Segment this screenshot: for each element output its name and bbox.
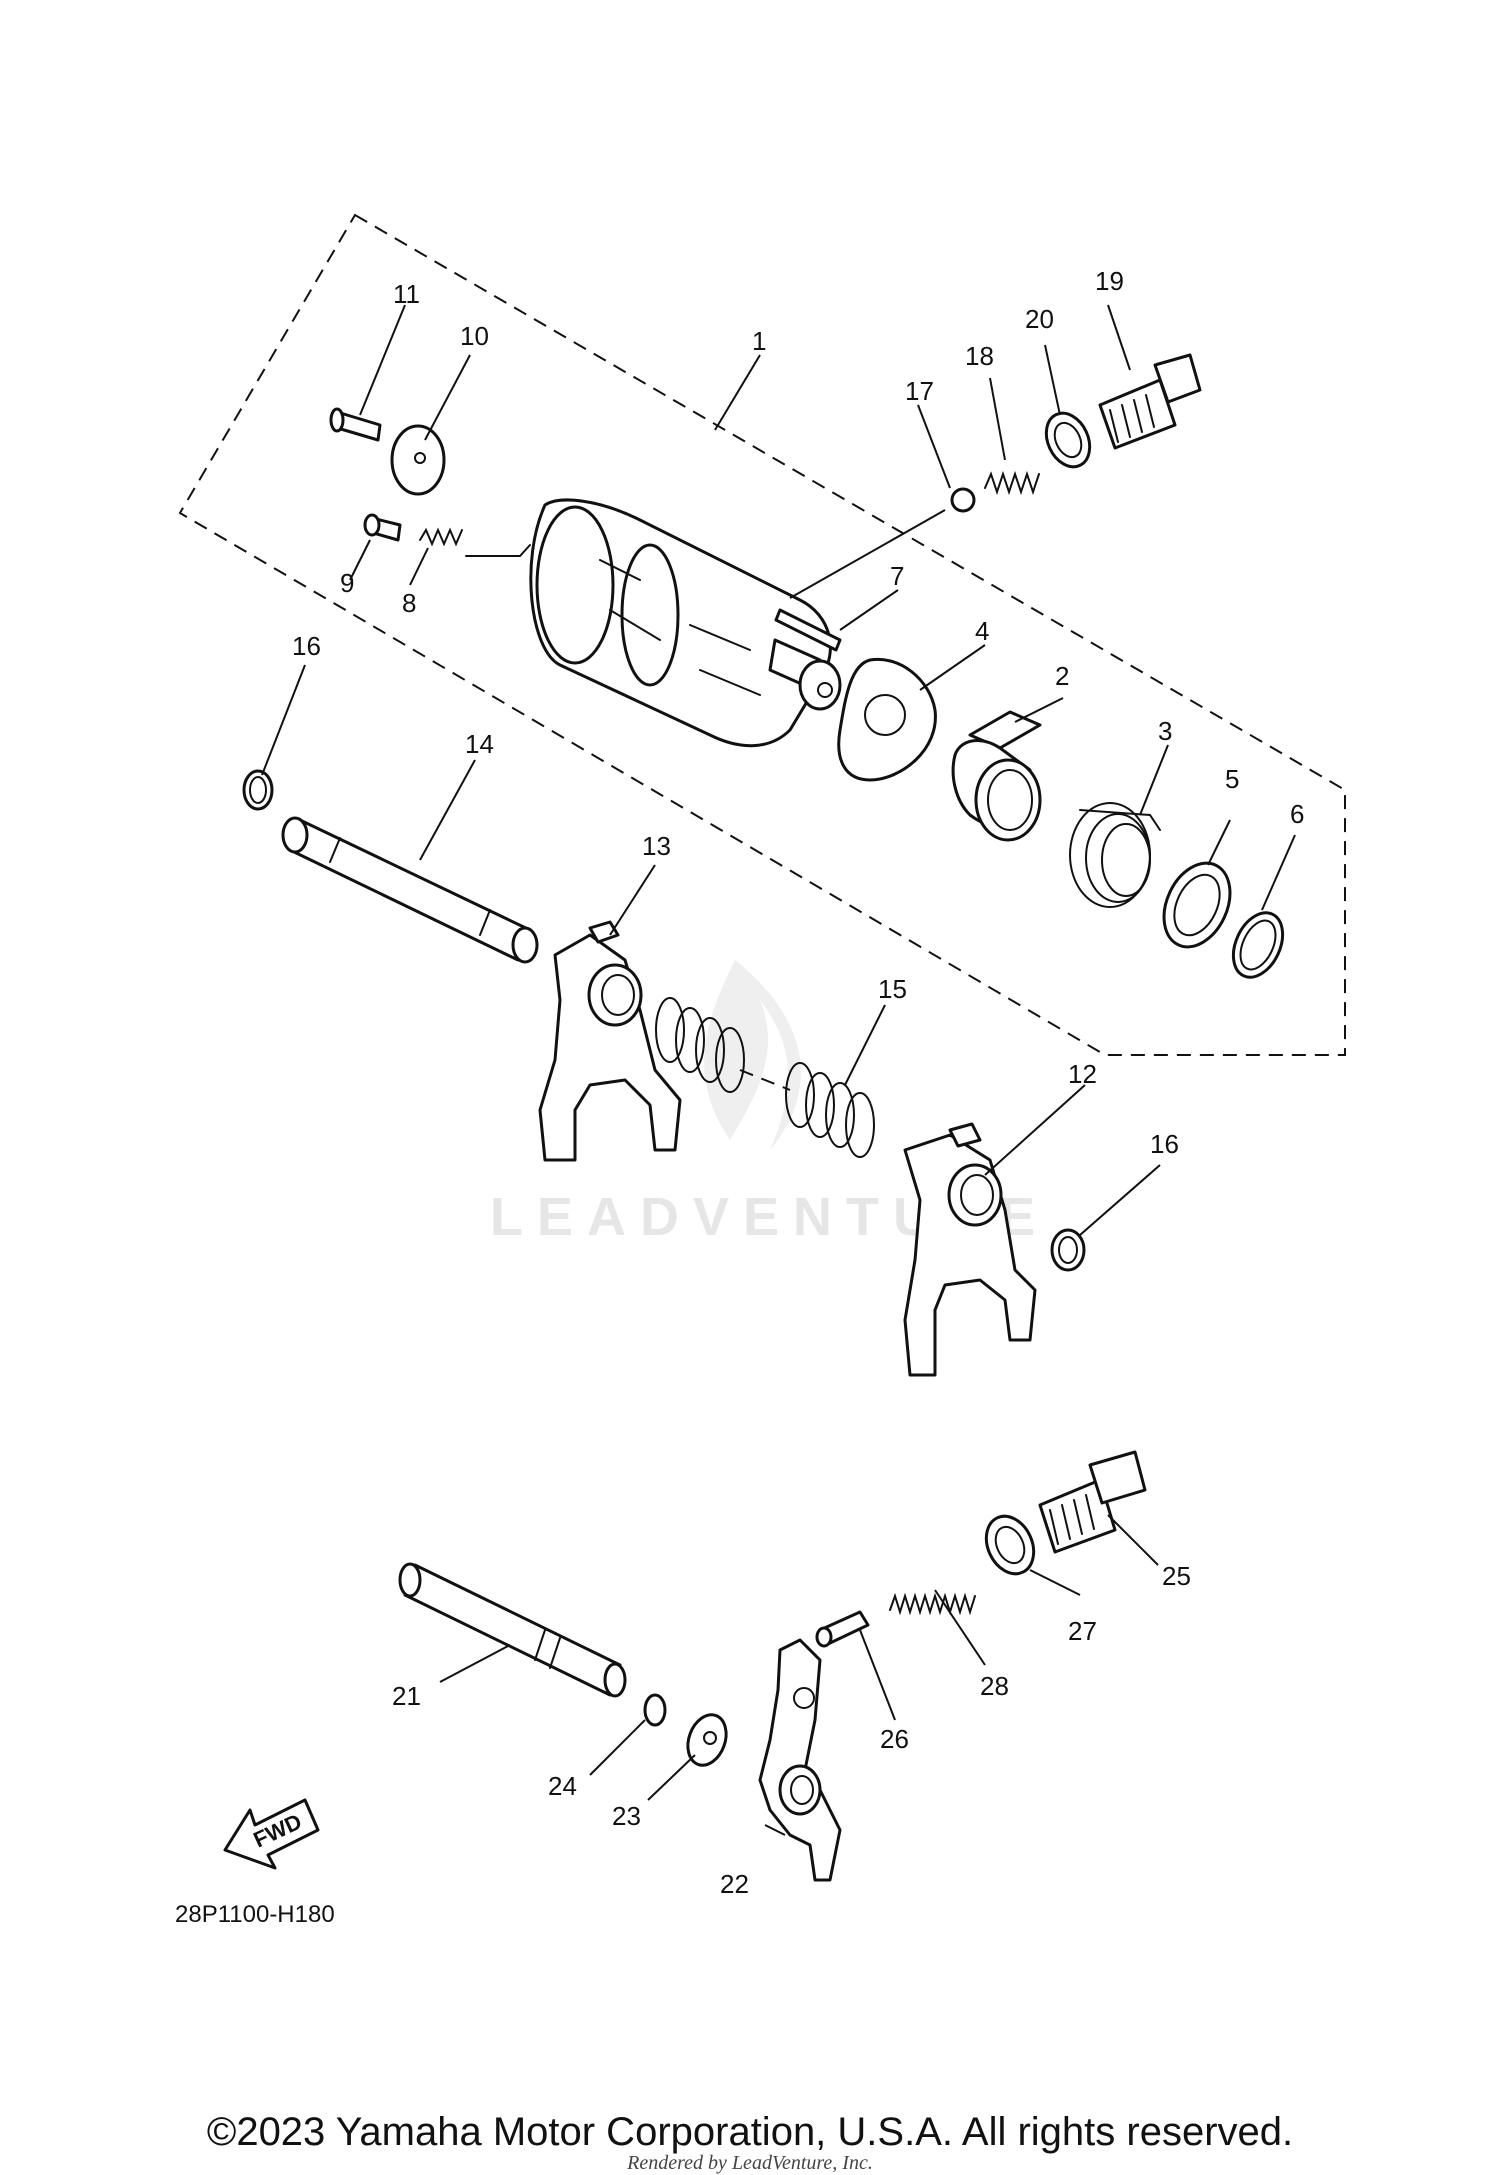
fwd-arrow-icon: FWD xyxy=(223,1798,320,1870)
callout-5: 5 xyxy=(1225,764,1239,794)
callout-17: 17 xyxy=(905,376,934,406)
callout-19: 19 xyxy=(1095,266,1124,296)
part-detent-pin xyxy=(363,513,402,542)
part-segment xyxy=(951,710,1042,842)
part-shift-fork-shaft xyxy=(281,816,539,964)
part-circlip-6 xyxy=(1231,911,1285,979)
part-washer-5 xyxy=(1162,861,1232,949)
part-ball xyxy=(950,487,976,513)
callout-7: 7 xyxy=(890,561,904,591)
part-gasket-27 xyxy=(984,1514,1036,1576)
part-circlip-16-left xyxy=(242,769,274,811)
part-spring-8 xyxy=(419,527,531,557)
part-screw-11 xyxy=(329,407,382,442)
part-torsion-spring xyxy=(1069,802,1161,908)
leader-lines xyxy=(261,304,1296,1836)
part-shift-fork-13 xyxy=(538,920,682,1162)
callout-6: 6 xyxy=(1290,799,1304,829)
callout-24: 24 xyxy=(548,1771,577,1801)
callout-14: 14 xyxy=(465,729,494,759)
part-pin-26 xyxy=(815,1610,870,1648)
callout-26: 26 xyxy=(880,1724,909,1754)
part-plate xyxy=(837,657,937,782)
part-gasket-20 xyxy=(1044,411,1092,469)
callout-18: 18 xyxy=(965,341,994,371)
part-spring-28 xyxy=(889,1592,976,1616)
callout-28: 28 xyxy=(980,1671,1009,1701)
callout-22: 22 xyxy=(720,1869,749,1899)
callout-3: 3 xyxy=(1158,716,1172,746)
part-pin xyxy=(774,608,842,652)
part-shift-drum xyxy=(529,498,842,748)
callout-9: 9 xyxy=(340,568,354,598)
part-bolt-19 xyxy=(1098,353,1202,450)
callout-13: 13 xyxy=(642,831,671,861)
part-stopper-plate xyxy=(390,424,446,496)
callout-8: 8 xyxy=(402,588,416,618)
callout-16-left: 16 xyxy=(292,631,321,661)
callout-15: 15 xyxy=(878,974,907,1004)
part-shift-fork-12 xyxy=(903,1122,1037,1377)
part-washer-23 xyxy=(686,1713,728,1767)
callout-25: 25 xyxy=(1162,1561,1191,1591)
part-circlip-16-right xyxy=(1050,1228,1086,1272)
callout-1: 1 xyxy=(752,326,766,356)
callout-21: 21 xyxy=(392,1681,421,1711)
part-shift-shaft xyxy=(398,1562,627,1698)
callout-11: 11 xyxy=(393,279,420,309)
callout-4: 4 xyxy=(975,616,989,646)
part-circlip-24 xyxy=(643,1693,667,1727)
rendered-by-note: Rendered by LeadVenture, Inc. xyxy=(627,2152,873,2174)
copyright-notice: ©2023 Yamaha Motor Corporation, U.S.A. A… xyxy=(206,2110,1294,2154)
part-spring-18 xyxy=(984,470,1040,496)
callout-16-right: 16 xyxy=(1150,1129,1179,1159)
callout-12: 12 xyxy=(1068,1059,1097,1089)
diagram-code: 28P1100-H180 xyxy=(175,1901,335,1928)
callout-2: 2 xyxy=(1055,661,1069,691)
callout-10: 10 xyxy=(460,321,489,351)
part-spring-15 xyxy=(655,997,875,1158)
callout-20: 20 xyxy=(1025,304,1054,334)
callout-labels: 1 2 3 4 5 6 7 8 9 10 11 12 13 14 15 16 1… xyxy=(292,266,1304,1899)
callout-27: 27 xyxy=(1068,1616,1097,1646)
callout-23: 23 xyxy=(612,1801,641,1831)
part-bolt-25 xyxy=(1038,1450,1147,1554)
part-lever xyxy=(758,1638,842,1882)
assembly-boundary xyxy=(178,213,1346,1056)
